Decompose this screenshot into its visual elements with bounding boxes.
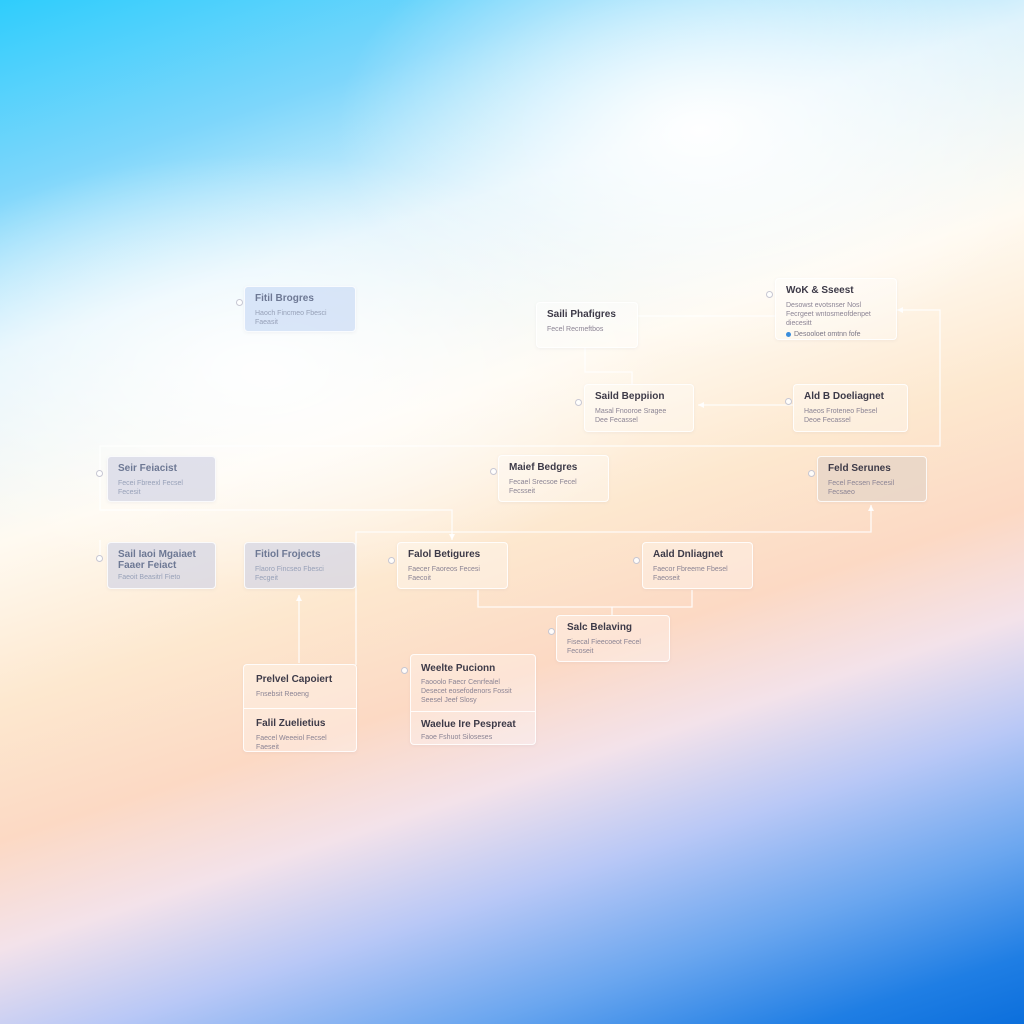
node-salc-belaving[interactable]: Salc Belaving Fisecal Fieecoeot Fecel Fe… — [556, 615, 670, 662]
node-title: Aald Dnliagnet — [653, 549, 724, 560]
node-description: Fecel Recmeftbos — [547, 326, 604, 333]
node-description: Faeoit Beasitrl Fieto — [118, 574, 181, 581]
arrow-head — [897, 307, 903, 313]
node-weelte-pucionn[interactable]: Weelte Pucionn Faooolo Faecr Cenrfealel … — [410, 654, 536, 745]
input-port[interactable] — [633, 557, 640, 564]
node-prelvel-capoiert[interactable]: Prelvel Capoiert Fnsebsit Reoeng Falil Z… — [243, 664, 357, 752]
node-description: Faecor Fbreeme Fbesel Faeoseit — [653, 566, 728, 582]
node-title: Weelte Pucionn — [421, 663, 496, 674]
node-description: Masal Fnooroe Sragee Dee Fecassel — [595, 408, 667, 424]
node-saild-beppiion[interactable]: Saild Beppiion Masal Fnooroe Sragee Dee … — [584, 384, 694, 432]
status-dot-icon — [786, 331, 791, 337]
node-title: Feld Serunes — [828, 463, 891, 474]
input-port[interactable] — [575, 399, 582, 406]
node-seir-feiacist[interactable]: Seir Feiacist Fecei Fbreexl Fecsel Feces… — [107, 456, 216, 502]
node-title: Salc Belaving — [567, 622, 633, 633]
node-saili-phafigres[interactable]: Saili Phafigres Fecel Recmeftbos — [536, 302, 638, 348]
node-description: Fisecal Fieecoeot Fecel Fecoseit — [567, 639, 641, 655]
node-wok-sseest[interactable]: WoK & Sseest Desowst evotsnser Nosl Fecr… — [775, 278, 897, 340]
arrow-head — [698, 402, 704, 408]
node-title: Sail Iaoi Mgaiaet Faaer Feiact — [118, 549, 196, 571]
input-port[interactable] — [808, 470, 815, 477]
connector-line — [99, 478, 453, 540]
node-description: Desowst evotsnser Nosl Fecrgeet wntosmeo… — [786, 302, 871, 327]
node-title: Prelvel Capoiert — [256, 674, 333, 685]
connector-line — [584, 348, 633, 384]
node-section-top: Prelvel Capoiert Fnsebsit Reoeng — [244, 665, 356, 699]
node-title: Waelue Ire Pespreat — [421, 719, 516, 730]
input-port[interactable] — [785, 398, 792, 405]
node-section-bottom: Falil Zuelietius Faecel Weeeiol Fecsel F… — [244, 709, 356, 752]
node-ald-b-doeliagnet[interactable]: Ald B Doeliagnet Haeos Froteneo Fbesel D… — [793, 384, 908, 432]
node-status: Desooloet omtnn fofe — [786, 330, 886, 339]
node-fitil-brogres[interactable]: Fitil Brogres Haoch Fincmeo Fbesci Faeas… — [244, 286, 356, 332]
node-description: Fecael Srecsoe Fecel Fecsseit — [509, 479, 577, 495]
input-port[interactable] — [96, 555, 103, 562]
node-title: Maief Bedgres — [509, 462, 578, 473]
connector-line — [477, 590, 693, 608]
node-maief-bedgres[interactable]: Maief Bedgres Fecael Srecsoe Fecel Fecss… — [498, 455, 609, 502]
node-title: Fitiol Frojects — [255, 549, 321, 560]
section-divider — [244, 708, 356, 709]
node-description: Faooolo Faecr Cenrfealel Desecet eosefod… — [421, 679, 512, 704]
input-port[interactable] — [490, 468, 497, 475]
node-fitiol-frojects[interactable]: Fitiol Frojects Flaoro Fincseo Fbesci Fe… — [244, 542, 356, 589]
arrow-head — [868, 505, 874, 511]
node-description: Flaoro Fincseo Fbesci Fecgeit — [255, 566, 324, 582]
node-title: WoK & Sseest — [786, 285, 854, 296]
node-title: Fitil Brogres — [255, 293, 314, 304]
connector-line — [99, 309, 941, 478]
input-port[interactable] — [388, 557, 395, 564]
node-description: Faecer Faoreos Fecesi Faecoit — [408, 566, 480, 582]
node-description: Haoch Fincmeo Fbesci Faeasit — [255, 310, 327, 326]
input-port[interactable] — [96, 470, 103, 477]
node-title: Falol Betigures — [408, 549, 481, 560]
node-section-bottom: Waelue Ire Pespreat Faoe Fshuot Silosese… — [411, 712, 535, 742]
node-description: Haeos Froteneo Fbesel Deoe Fecassel — [804, 408, 878, 424]
node-sail-iaoi-mgaiaet[interactable]: Sail Iaoi Mgaiaet Faaer Feiact Faeoit Be… — [107, 542, 216, 589]
arrow-head — [449, 534, 455, 540]
node-description: Fecei Fbreexl Fecsel Fecesit — [118, 480, 183, 496]
node-description: Faecel Weeeiol Fecsel Faeseit — [256, 735, 327, 751]
node-aald-dnliagnet[interactable]: Aald Dnliagnet Faecor Fbreeme Fbesel Fae… — [642, 542, 753, 589]
section-divider — [411, 711, 535, 712]
node-title: Falil Zuelietius — [256, 718, 326, 729]
node-status-label: Desooloet omtnn fofe — [794, 331, 861, 338]
node-description: Fecel Fecsen Fecesil Fecsaeo — [828, 480, 895, 496]
node-feld-serunes[interactable]: Feld Serunes Fecel Fecsen Fecesil Fecsae… — [817, 456, 927, 502]
node-title: Seir Feiacist — [118, 463, 177, 474]
node-title: Ald B Doeliagnet — [804, 391, 885, 402]
node-falol-betigures[interactable]: Falol Betigures Faecer Faoreos Fecesi Fa… — [397, 542, 508, 589]
node-title: Saili Phafigres — [547, 309, 616, 320]
node-description: Fnsebsit Reoeng — [256, 691, 309, 698]
node-description: Faoe Fshuot Siloseses — [421, 734, 493, 741]
node-section-top: Weelte Pucionn Faooolo Faecr Cenrfealel … — [411, 655, 535, 705]
input-port[interactable] — [766, 291, 773, 298]
connector-line — [355, 505, 872, 540]
input-port[interactable] — [236, 299, 243, 306]
input-port[interactable] — [401, 667, 408, 674]
input-port[interactable] — [548, 628, 555, 635]
arrow-head — [296, 595, 302, 601]
node-title: Saild Beppiion — [595, 391, 665, 402]
